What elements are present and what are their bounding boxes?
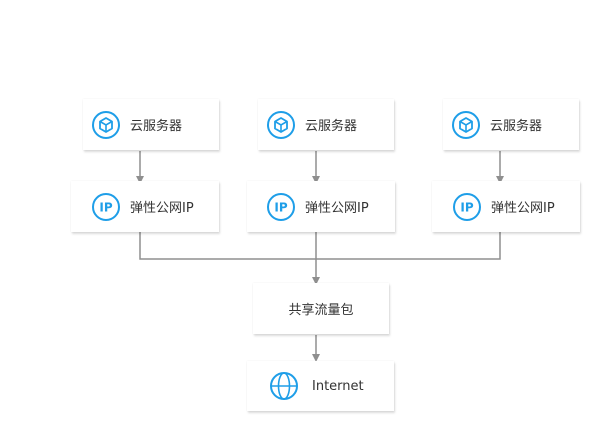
traffic-package-node: 共享流量包	[253, 283, 389, 334]
cloud-server-label-2: 云服务器	[305, 119, 358, 134]
elastic-ip-node-2: IP 弹性公网IP	[247, 181, 395, 232]
elastic-ip-label-1: 弹性公网IP	[130, 201, 194, 216]
elastic-ip-node-3: IP 弹性公网IP	[432, 181, 580, 232]
cloud-server-icon	[452, 110, 480, 139]
cloud-server-node-3: 云服务器	[443, 99, 579, 150]
elastic-ip-label-2: 弹性公网IP	[305, 201, 369, 216]
ip-icon: IP	[92, 192, 120, 221]
eip-3-merge-line	[316, 232, 501, 260]
elastic-ip-label-3: 弹性公网IP	[491, 201, 555, 216]
traffic-package-label: 共享流量包	[288, 303, 354, 318]
ip-icon: IP	[453, 192, 481, 221]
svg-text:IP: IP	[99, 200, 112, 214]
cloud-server-label-3: 云服务器	[490, 119, 543, 134]
cloud-server-icon	[92, 110, 120, 139]
svg-text:IP: IP	[460, 200, 473, 214]
internet-label: Internet	[312, 378, 364, 394]
cloud-server-node-2: 云服务器	[258, 99, 394, 150]
globe-icon	[270, 372, 298, 400]
cloud-server-label-1: 云服务器	[130, 119, 183, 134]
eip-1-merge-line	[139, 232, 316, 260]
elastic-ip-node-1: IP 弹性公网IP	[71, 181, 219, 232]
ip-icon: IP	[267, 192, 295, 221]
internet-node: Internet	[247, 361, 394, 411]
cloud-server-node-1: 云服务器	[83, 99, 219, 150]
cloud-server-icon	[267, 110, 295, 139]
svg-text:IP: IP	[274, 200, 287, 214]
